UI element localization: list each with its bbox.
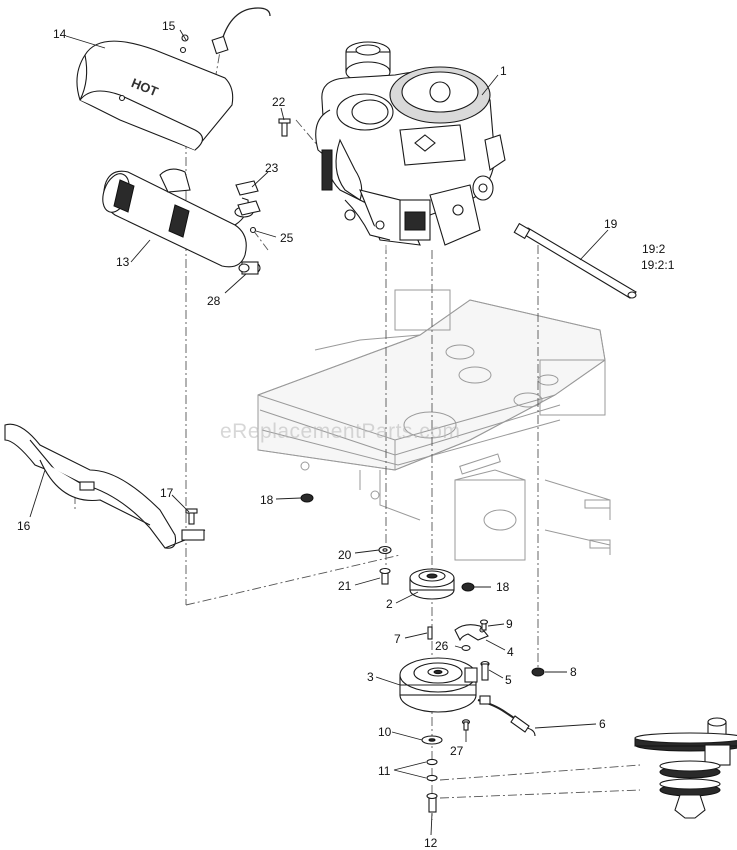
- washer-20: [378, 545, 392, 555]
- callout-17: 17: [160, 486, 174, 500]
- bolt-9: [479, 619, 489, 631]
- oxygen-sensor: [181, 7, 271, 55]
- spacer-5: [480, 660, 490, 681]
- callout-11: 11: [378, 764, 391, 778]
- nut-8: [531, 667, 545, 677]
- bumper-bar: [4, 423, 206, 549]
- callout-4: 4: [507, 645, 514, 659]
- callout-16: 16: [17, 519, 31, 533]
- callout-labels: 1 14 15 22 23 25 13 28 19 19:2 19:2:1 16…: [17, 19, 675, 850]
- callout-26: 26: [435, 639, 449, 653]
- bolt-12: [426, 792, 438, 813]
- callout-5: 5: [505, 673, 512, 687]
- bolt-26: [461, 645, 471, 651]
- watermark: eReplacementParts.com: [220, 420, 460, 443]
- exhaust-gaskets: [235, 180, 261, 234]
- bolt-21: [379, 567, 391, 585]
- key-7: [427, 626, 433, 640]
- callout-22: 22: [272, 95, 286, 109]
- engine-assembly: [315, 41, 506, 250]
- nut-18-upper: [300, 493, 314, 503]
- callout-15: 15: [162, 19, 176, 33]
- pulley-stack-detail: [634, 717, 737, 819]
- callout-12: 12: [424, 836, 438, 850]
- callout-21: 21: [338, 579, 352, 593]
- callout-27: 27: [450, 744, 464, 758]
- dipstick-tube: [513, 222, 637, 299]
- callout-19-ref-2: 19:2: [642, 242, 666, 256]
- callout-18-lower: 18: [496, 580, 510, 594]
- callout-9: 9: [506, 617, 513, 631]
- bolt-17: [185, 508, 198, 525]
- callout-7: 7: [394, 632, 401, 646]
- callout-28: 28: [207, 294, 221, 308]
- callout-2: 2: [386, 597, 393, 611]
- engine-pulley: [409, 568, 455, 600]
- callout-3: 3: [367, 670, 374, 684]
- callout-8: 8: [570, 665, 577, 679]
- clutch-wire-harness: [477, 695, 536, 737]
- leader-lines: [29, 29, 609, 836]
- electric-clutch: [399, 657, 478, 713]
- callout-19-ref-2-1: 19:2:1: [641, 258, 675, 272]
- callout-18-upper: 18: [260, 493, 274, 507]
- screw-27: [461, 719, 471, 731]
- callout-10: 10: [378, 725, 392, 739]
- callout-6: 6: [599, 717, 606, 731]
- callout-13: 13: [116, 255, 130, 269]
- washer-10: [421, 735, 443, 745]
- chassis-frame: [257, 289, 611, 561]
- bolt-22: [278, 118, 291, 137]
- callout-23: 23: [265, 161, 279, 175]
- callout-25: 25: [280, 231, 294, 245]
- muffler: [102, 168, 254, 268]
- callout-20: 20: [338, 548, 352, 562]
- callout-1: 1: [500, 64, 507, 78]
- muffler-outlet-cap: [238, 261, 261, 275]
- callout-19: 19: [604, 217, 618, 231]
- washers-11: [426, 758, 438, 782]
- callout-14: 14: [53, 27, 67, 41]
- muffler-heat-shield: HOT: [76, 40, 234, 151]
- assembly-centerlines: [74, 39, 641, 820]
- nut-18-lower: [461, 582, 475, 592]
